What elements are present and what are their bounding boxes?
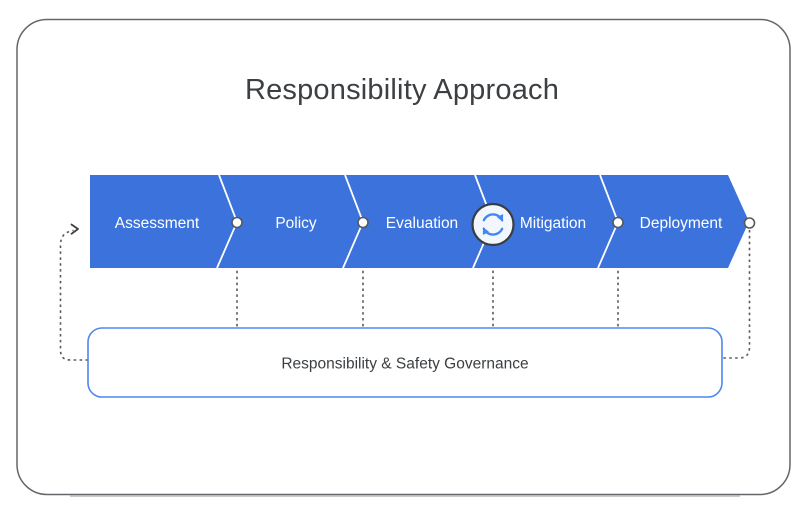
governance-label: Responsibility & Safety Governance: [281, 356, 528, 373]
page-title: Responsibility Approach: [245, 74, 559, 106]
feedback-loop-arrowhead-icon: [70, 223, 79, 235]
stage-label-evaluation: Evaluation: [386, 215, 458, 232]
stage-label-policy: Policy: [275, 215, 317, 232]
connector-dot-arrow-tip: [743, 217, 756, 229]
stage-label-mitigation: Mitigation: [520, 215, 586, 232]
refresh-cycle-icon: [471, 202, 515, 247]
connector-dot: [357, 216, 369, 229]
connector-dot: [612, 216, 624, 229]
process-arrow-band: [90, 175, 749, 268]
feedback-loop-path-right: [723, 230, 751, 359]
stage-label-deployment: Deployment: [640, 215, 723, 232]
governance-box: [87, 327, 723, 398]
stage-label-assessment: Assessment: [115, 215, 200, 232]
connector-dot: [231, 216, 243, 229]
